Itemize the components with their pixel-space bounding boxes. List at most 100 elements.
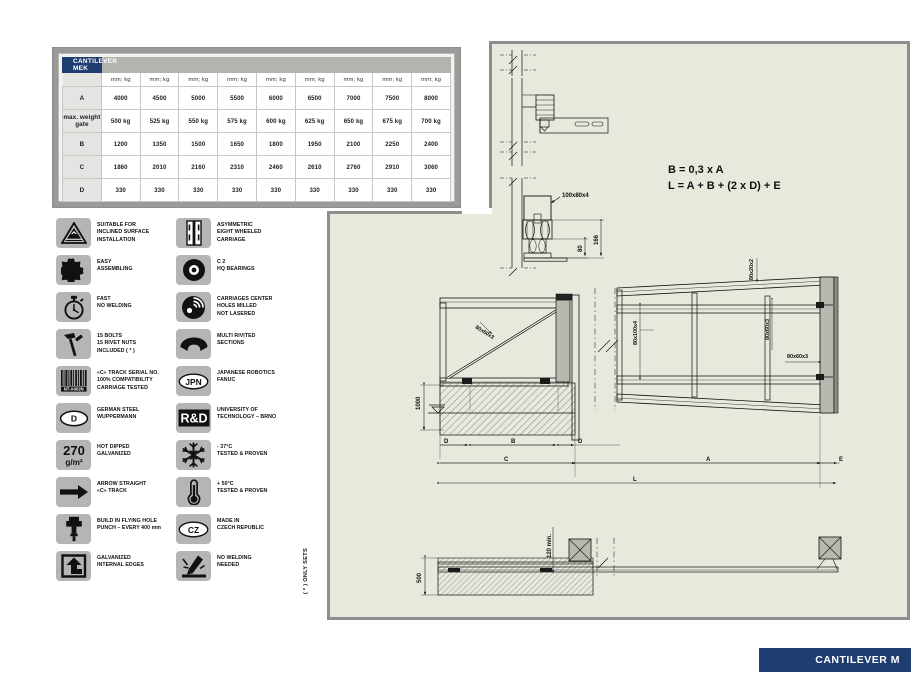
spec-table-unit-header: mm; kg bbox=[294, 72, 335, 87]
feature-item: BUILD IN FLYING HOLE PUNCH – EVERY 400 m… bbox=[56, 514, 178, 549]
spec-table-cell: 5500 bbox=[217, 86, 257, 110]
spec-table-cell: 330 bbox=[294, 178, 335, 202]
spec-table-cell: 4500 bbox=[139, 86, 180, 110]
feature-item: GALVANIZED INTERNAL EDGES bbox=[56, 551, 178, 586]
spec-table-cell: 650 kg bbox=[333, 109, 374, 133]
feature-label: JAPANESE ROBOTICS FANUC bbox=[217, 370, 275, 384]
footnote-only-sets: ( * ) ONLY SETS bbox=[303, 548, 309, 595]
spec-table-cell: 700 kg bbox=[411, 109, 451, 133]
svg-text:D: D bbox=[70, 413, 76, 423]
spec-table-cell: 330 bbox=[333, 178, 374, 202]
cz-icon: CZ bbox=[176, 514, 211, 544]
spec-table-cell: 625 kg bbox=[294, 109, 335, 133]
rd-icon: R&D bbox=[176, 403, 211, 433]
spec-table-row-label: A bbox=[62, 86, 102, 110]
feature-label: CARRIAGES CENTER HOLES MILLED NOT LASERE… bbox=[217, 296, 273, 317]
feature-item: - 37°C TESTED & PROVEN bbox=[176, 440, 298, 475]
feature-label: NO WELDING NEEDED bbox=[217, 555, 252, 569]
feature-item: SUITABLE FOR INCLINED SURFACE INSTALLATI… bbox=[56, 218, 178, 253]
feature-label: EASY ASSEMBLING bbox=[97, 259, 133, 273]
feature-label: 15 BOLTS 15 RIVET NUTS INCLUDED ( * ) bbox=[97, 333, 137, 354]
barcode-icon: NT-A002N bbox=[56, 366, 91, 396]
spec-table-cell: 550 kg bbox=[178, 109, 219, 133]
puzzle-icon bbox=[56, 255, 91, 285]
spec-table-unit-header: mm; kg bbox=[100, 72, 141, 87]
spec-table-row-label: D bbox=[62, 178, 102, 202]
drawing-panel-main bbox=[327, 211, 910, 620]
no-welding-icon bbox=[176, 551, 211, 581]
spec-table-cell: 1860 bbox=[100, 155, 141, 179]
inclined-surface-icon bbox=[56, 218, 91, 248]
spec-table-cell: 1950 bbox=[294, 132, 335, 156]
snowflake-icon bbox=[176, 440, 211, 470]
spec-table-cell: 4000 bbox=[100, 86, 141, 110]
spec-table-cell: 330 bbox=[178, 178, 219, 202]
feature-item: ASYMMETRIC EIGHT WHEELED CARRIAGE bbox=[176, 218, 298, 253]
feature-label: HOT DIPPED GALVANIZED bbox=[97, 444, 131, 458]
feature-column-left: SUITABLE FOR INCLINED SURFACE INSTALLATI… bbox=[56, 218, 178, 588]
spec-table-cell: 1650 bbox=[217, 132, 257, 156]
feature-item: MULTI RIVITED SECTIONS bbox=[176, 329, 298, 364]
spec-table-cell: 2160 bbox=[178, 155, 219, 179]
spec-table-cell: 7500 bbox=[372, 86, 413, 110]
spec-table-cell: 330 bbox=[217, 178, 257, 202]
panel-notch bbox=[462, 208, 492, 214]
spec-table-cell: 575 kg bbox=[217, 109, 257, 133]
feature-label: MULTI RIVITED SECTIONS bbox=[217, 333, 256, 347]
spec-table-cell: 675 kg bbox=[372, 109, 413, 133]
feature-label: ARROW STRAIGHT «C» TRACK bbox=[97, 481, 147, 495]
feature-label: BUILD IN FLYING HOLE PUNCH – EVERY 400 m… bbox=[97, 518, 162, 532]
feature-label: GERMAN STEEL WUPPERMANN bbox=[97, 407, 140, 421]
feature-item: 15 BOLTS 15 RIVET NUTS INCLUDED ( * ) bbox=[56, 329, 178, 364]
thermometer-icon bbox=[176, 477, 211, 507]
spec-table-cell: 6500 bbox=[294, 86, 335, 110]
feature-item: + 50°C TESTED & PROVEN bbox=[176, 477, 298, 512]
spec-table-cell: 330 bbox=[372, 178, 413, 202]
spec-table-unit-header: mm; kg bbox=[255, 72, 296, 87]
spec-table-cell: 1800 bbox=[255, 132, 296, 156]
eight-wheeled-carriage-icon bbox=[176, 218, 211, 248]
feature-item: NT-A002N«C» TRACK SERIAL NO. 100% COMPAT… bbox=[56, 366, 178, 401]
galvanized-edges-icon bbox=[56, 551, 91, 581]
spec-table-cell: 8000 bbox=[411, 86, 451, 110]
hole-punch-icon bbox=[56, 514, 91, 544]
spec-table-cell: 2010 bbox=[139, 155, 180, 179]
spec-table-cell: 2250 bbox=[372, 132, 413, 156]
spec-table-cell: 2460 bbox=[255, 155, 296, 179]
feature-label: MADE IN CZECH REPUBLIC bbox=[217, 518, 265, 532]
spec-table-unit-header: mm; kg bbox=[333, 72, 374, 87]
riveted-sections-icon bbox=[176, 329, 211, 359]
spec-table-row-label: max. weight gate bbox=[62, 109, 102, 133]
spec-table-cell: 2400 bbox=[411, 132, 451, 156]
spec-table-unit-blank bbox=[62, 72, 102, 87]
feature-label: ASYMMETRIC EIGHT WHEELED CARRIAGE bbox=[217, 222, 262, 243]
title-block: CANTILEVER M bbox=[759, 648, 911, 672]
spec-table-cell: 330 bbox=[255, 178, 296, 202]
spec-table-cell: 7000 bbox=[333, 86, 374, 110]
spec-table-cell: 330 bbox=[100, 178, 141, 202]
spec-table-cell: 525 kg bbox=[139, 109, 180, 133]
german-steel-icon: D bbox=[56, 403, 91, 433]
spec-table-unit-header: mm; kg bbox=[372, 72, 413, 87]
feature-label: UNIVERSITY OF TECHNOLOGY – BRNO bbox=[217, 407, 277, 421]
spec-table-cell: 1500 bbox=[178, 132, 219, 156]
spec-table-cell: 600 kg bbox=[255, 109, 296, 133]
svg-text:270: 270 bbox=[63, 443, 85, 458]
spec-table-unit-header: mm; kg bbox=[217, 72, 257, 87]
milled-holes-icon bbox=[176, 292, 211, 322]
panel-merge-mask bbox=[492, 206, 907, 218]
drawing-panel-top bbox=[489, 41, 910, 214]
spec-table-row-label: C bbox=[62, 155, 102, 179]
spec-table-cell: 6000 bbox=[255, 86, 296, 110]
arrow-right-icon bbox=[56, 477, 91, 507]
spec-table-cell: 1200 bbox=[100, 132, 141, 156]
spec-table-title-fill bbox=[100, 57, 452, 73]
